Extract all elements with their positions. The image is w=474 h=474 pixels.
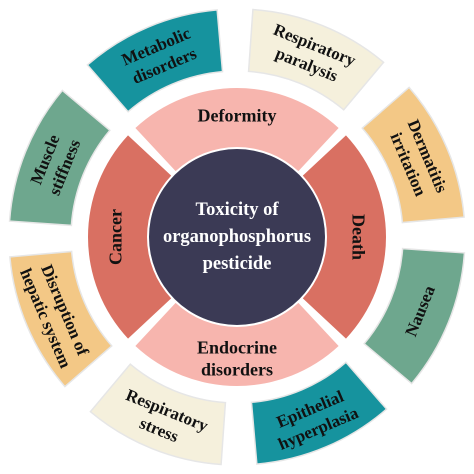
middle-segment-cancer-label: Cancer (106, 209, 126, 265)
outer-segment-respiratory-stress (89, 363, 227, 466)
outer-segment-muscle-stiffness (8, 89, 111, 227)
middle-segment-death-label-line-1: Death (349, 214, 369, 260)
center-label-line-3: pesticide (203, 254, 272, 274)
middle-segment-endocrine-disorders-label-line-1: Endocrine (197, 338, 277, 358)
center-circle: Toxicity of organophosphorus pesticide (149, 149, 325, 325)
middle-segment-deformity (135, 87, 339, 172)
outer-segment-metabolic-disorders (86, 9, 224, 113)
middle-segment-death-label: Death (349, 214, 369, 260)
middle-segment-endocrine-disorders (135, 302, 339, 387)
outer-segment-disruption-of-hepatic-system (9, 250, 113, 388)
outer-segment-nausea (363, 247, 466, 385)
middle-segment-cancer-label-line-1: Cancer (106, 209, 126, 265)
center-label-line-2: organophosphorus (163, 227, 311, 247)
outer-segment-dermatitis-irritation (361, 86, 465, 224)
middle-segment-death (302, 135, 387, 339)
center-label-line-1: Toxicity of (195, 200, 279, 220)
outer-segment-epithelial-hyperplasia (250, 361, 388, 465)
center-label: Toxicity of organophosphorus pesticide (163, 200, 311, 274)
outer-segment-respiratory-paralysis (247, 8, 385, 111)
middle-segment-deformity-label-line-1: Deformity (198, 106, 277, 126)
middle-segment-deformity-label: Deformity (198, 106, 277, 126)
center-circle-shape (149, 149, 325, 325)
middle-segment-cancer (87, 135, 172, 339)
middle-segment-endocrine-disorders-label-line-2: disorders (201, 360, 273, 380)
